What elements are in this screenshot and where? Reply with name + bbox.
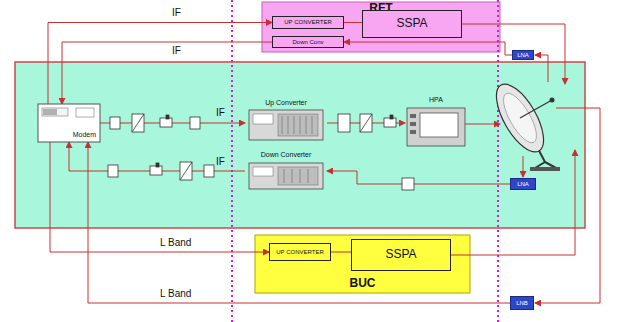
box-label: UP CONVERTER	[276, 249, 323, 256]
panel-title: BUC	[350, 277, 376, 290]
signal-connector	[62, 42, 272, 104]
lna-box: LNA	[510, 178, 536, 190]
signal-label: IF	[172, 7, 181, 18]
box-label: LNB	[516, 300, 528, 307]
buc-panel: BUC UP CONVERTER SSPA	[255, 235, 470, 293]
modem-box: Modem	[38, 104, 100, 142]
rft-panel	[262, 2, 500, 52]
signal-connector	[100, 123, 245, 124]
signal-connector	[50, 142, 269, 252]
signal-connector	[48, 23, 272, 105]
amplifier-box: SSPA	[351, 239, 451, 271]
converter-box: UP CONVERTER	[269, 243, 331, 261]
box-label: UP CONVERTER	[284, 19, 331, 26]
lna-box: LNA	[512, 50, 534, 60]
buc-panel	[255, 235, 470, 293]
boundary-line	[231, 0, 233, 322]
signal-connector	[88, 142, 510, 303]
band-label: L Band	[160, 288, 191, 299]
boundary-line	[497, 0, 499, 322]
converter-unit: Up Converter	[245, 99, 327, 147]
green-region	[15, 62, 585, 228]
signal-connector	[344, 22, 362, 23]
signal-label: IF	[172, 45, 181, 56]
box-label: SSPA	[396, 17, 427, 30]
amplifier-box: SSPA	[362, 10, 462, 38]
box-label: SSPA	[385, 248, 416, 261]
box-label: Modem	[73, 131, 96, 139]
hpa-device	[407, 108, 465, 146]
signal-connector	[69, 142, 245, 171]
box-label: Down Conv	[292, 39, 323, 46]
rf-wire	[451, 24, 600, 303]
box-label: HPA	[429, 96, 443, 104]
box-label: Down Converter	[261, 151, 312, 159]
amplifier-unit: HPA	[405, 96, 467, 150]
box-label: LNA	[517, 52, 529, 59]
converter-box: Down Conv	[272, 36, 344, 48]
band-label: L Band	[160, 237, 191, 248]
lnb-box: LNB	[510, 296, 534, 310]
signal-label: IF	[216, 107, 225, 118]
signal-label: IF	[216, 156, 225, 167]
signal-connector	[344, 42, 512, 55]
signal-connector	[331, 252, 351, 253]
box-label: Up Converter	[265, 99, 307, 107]
rft-panel: RFTUP CONVERTERSSPADown Conv	[262, 2, 500, 52]
converter-unit: Down Converter	[245, 151, 327, 191]
signal-connector	[327, 171, 510, 184]
converter-box: UP CONVERTER	[272, 16, 344, 29]
modem-device	[38, 104, 100, 142]
up-converter-device	[249, 110, 323, 140]
box-label: LNA	[517, 181, 529, 188]
down-converter-device	[249, 163, 323, 189]
